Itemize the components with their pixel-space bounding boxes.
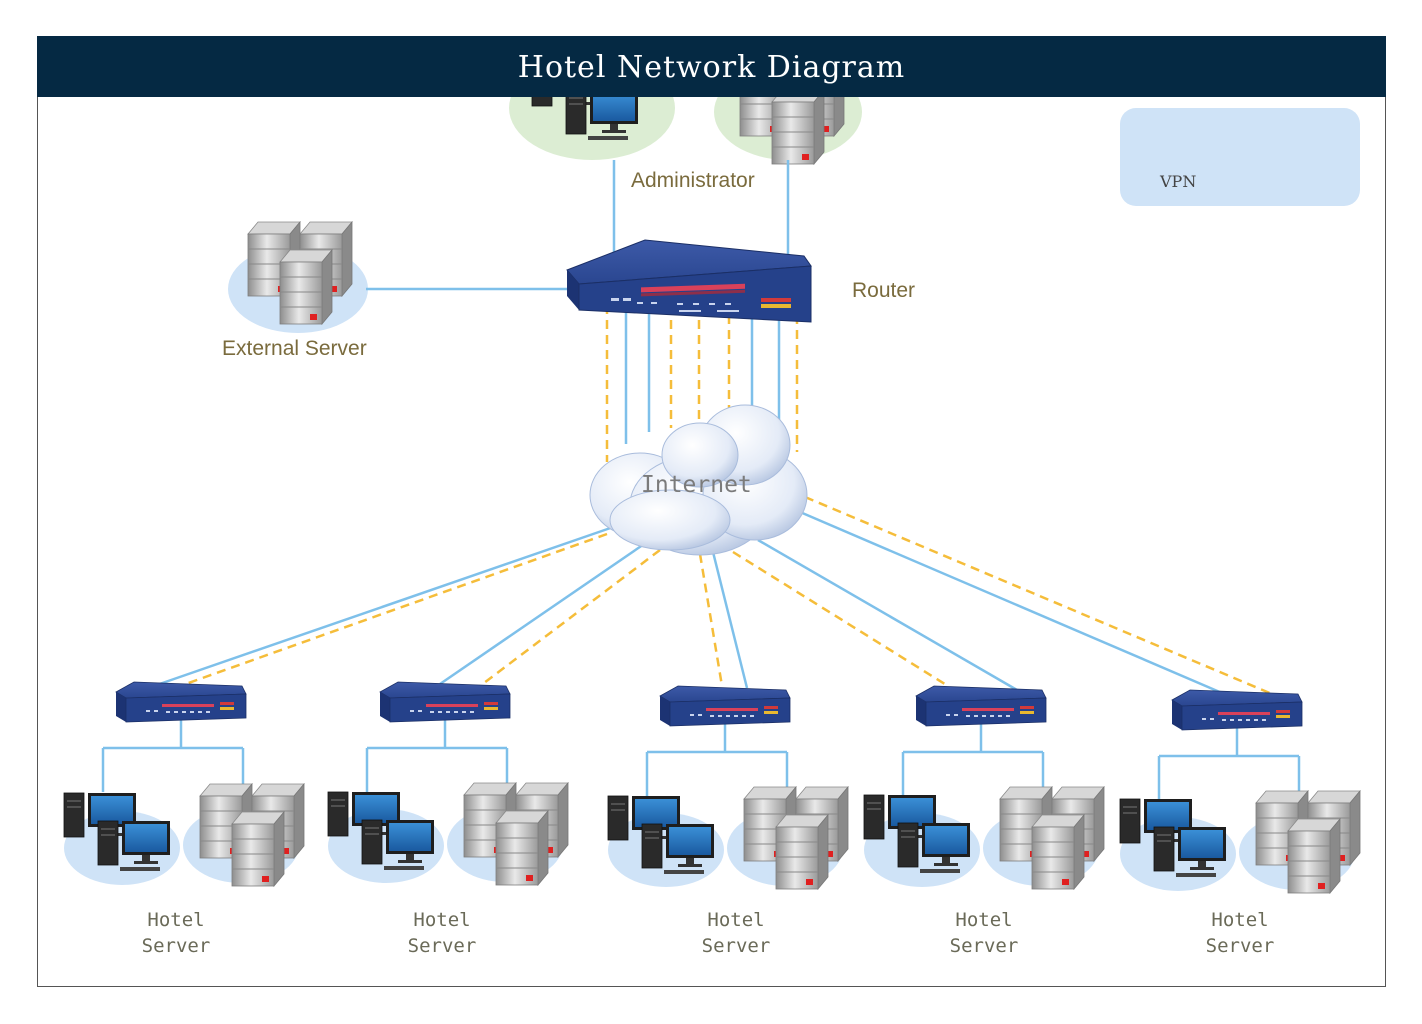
branch-label-line2: Server [1205, 935, 1275, 957]
title-bar [37, 36, 1386, 97]
branch-1 [64, 681, 304, 886]
branch-label-line1: Hotel [955, 909, 1013, 931]
branch-label-line2: Server [141, 935, 211, 957]
external-server-node [228, 222, 368, 333]
admin-links [366, 160, 790, 291]
router-label: Router [852, 279, 916, 302]
switch-icon [379, 681, 511, 723]
branch-label-line2: Server [949, 935, 1019, 957]
legend-vpn-label: VPN [1160, 172, 1197, 191]
branch-5 [1120, 689, 1360, 893]
internet-branch-links [147, 495, 1273, 696]
internet-label: Internet [641, 472, 752, 498]
switch-icon [115, 681, 247, 723]
switch-icon [659, 685, 791, 727]
branch-4 [864, 685, 1104, 889]
router-internet-links [605, 305, 799, 462]
branch-2 [328, 681, 568, 885]
branch-label-line1: Hotel [147, 909, 205, 931]
router-icon [566, 239, 812, 323]
branch-3-label: Hotel Server [676, 907, 796, 959]
branch-label-line2: Server [701, 935, 771, 957]
branch-1-label: Hotel Server [116, 907, 236, 959]
branch-4-label: Hotel Server [924, 907, 1044, 959]
branch-label-line1: Hotel [413, 909, 471, 931]
branch-3 [608, 685, 848, 889]
branch-5-label: Hotel Server [1180, 907, 1300, 959]
legend [1120, 108, 1360, 206]
switch-icon [915, 685, 1047, 727]
external-server-label: External Server [222, 337, 367, 360]
administrator-label: Administrator [631, 169, 755, 192]
switch-icon [1171, 689, 1303, 731]
branch-label-line1: Hotel [707, 909, 765, 931]
cloud-icon [589, 404, 808, 556]
page-title: Hotel Network Diagram [517, 50, 906, 85]
branch-label-line1: Hotel [1211, 909, 1269, 931]
branch-2-label: Hotel Server [382, 907, 502, 959]
branch-label-line2: Server [407, 935, 477, 957]
